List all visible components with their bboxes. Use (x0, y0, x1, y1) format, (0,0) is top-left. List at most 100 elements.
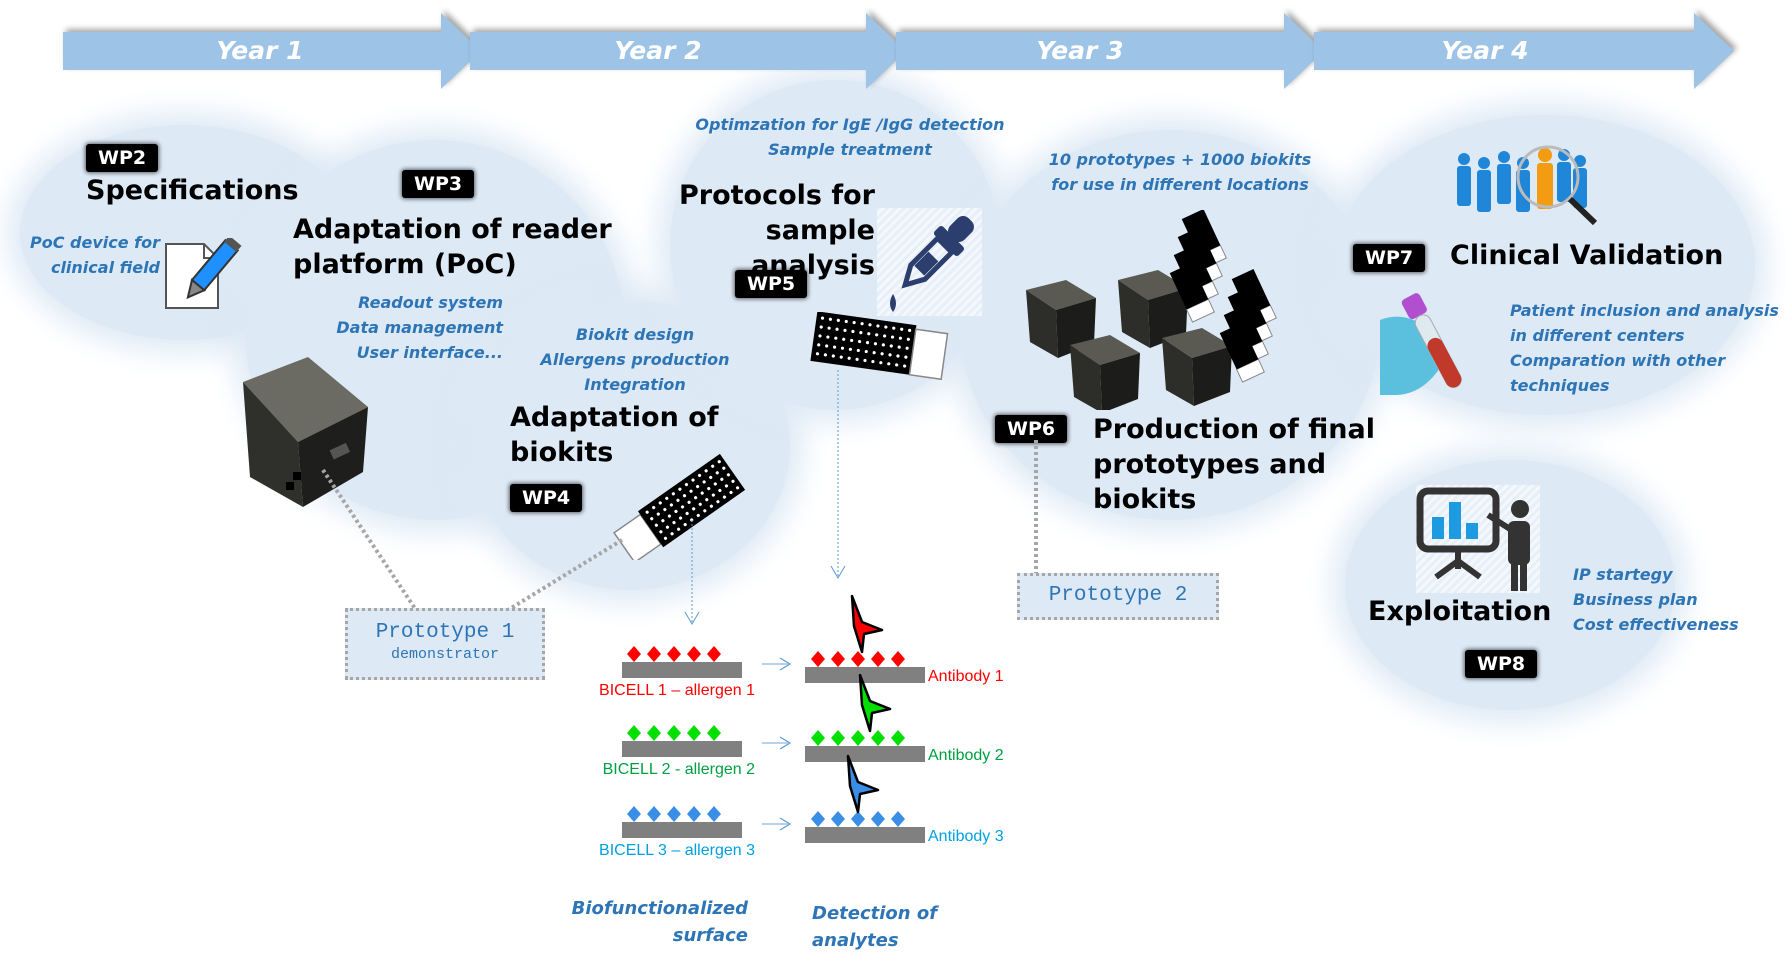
allergen-marker (707, 725, 721, 741)
wp6-badge: WP6 (995, 415, 1068, 443)
wp4-badge: WP4 (510, 484, 583, 512)
blood-sample-image (1375, 290, 1485, 400)
bicell-surface (622, 741, 742, 757)
year-arrow-3 (896, 13, 1324, 89)
bound-allergen-marker (891, 651, 905, 667)
prototype-1-box: Prototype 1 demonstrator (345, 608, 545, 680)
flow-arrow-wp4-head (684, 611, 700, 625)
detection-surface (805, 746, 925, 762)
wp6-title: Production of final prototypes and bioki… (1093, 414, 1375, 515)
caption-detection-of-analytes: Detection of analytes (812, 903, 938, 951)
bicell-surface (622, 822, 742, 838)
antibody-label: Antibody 1 (928, 668, 1004, 685)
wp2-badge: WP2 (86, 144, 159, 172)
prototype-1-subtitle: demonstrator (390, 646, 500, 663)
wp3-notes: Readout system Data management User inte… (336, 293, 503, 362)
wp8-badge: WP8 (1465, 650, 1538, 678)
document-pencil-icon (162, 235, 242, 310)
biokit-chip-wp5-image (805, 311, 950, 382)
wp3-title: Adaptation of reader platform (PoC) (293, 214, 612, 280)
biokit-stack-1 (1169, 209, 1227, 323)
allergen-marker (627, 806, 641, 822)
allergen-marker (647, 725, 661, 741)
bound-allergen-marker (811, 730, 825, 746)
wp2-title: Specifications (86, 175, 299, 206)
wp5-title: Protocols for sample analysis (678, 180, 875, 281)
detection-surface (805, 827, 925, 843)
wp2-notes: PoC device for clinical field (30, 233, 160, 277)
prototype-2-title: Prototype 2 (1048, 584, 1188, 607)
reader-device-image (238, 352, 398, 512)
bound-allergen-marker (811, 811, 825, 827)
allergen-marker (647, 806, 661, 822)
prototype-1-title: Prototype 1 (375, 621, 515, 644)
assay-row-graphics (627, 754, 905, 831)
biokit-stack-2 (1219, 269, 1277, 383)
bound-allergen-marker (891, 811, 905, 827)
antibody-icon (858, 673, 892, 733)
people-search-icon (1450, 135, 1630, 230)
allergen-marker (667, 646, 681, 662)
caption-biofunctionalized-surface: Biofunctionalized surface (571, 898, 748, 946)
allergen-marker (687, 725, 701, 741)
year-1-label: Year 1 (216, 36, 304, 65)
assay-row-graphics (627, 594, 905, 671)
bound-allergen-marker (851, 651, 865, 667)
device-3 (1070, 335, 1140, 413)
connector-reader-to-prototype1 (321, 468, 418, 612)
bound-allergen-marker (871, 651, 885, 667)
year-2-label: Year 2 (614, 36, 702, 65)
wp8-title: Exploitation (1368, 596, 1552, 627)
transition-arrow (762, 817, 792, 831)
biokit-chip-image (605, 450, 755, 564)
wp4-title: Adaptation of biokits (510, 402, 719, 468)
year-4-label: Year 4 (1441, 36, 1529, 65)
antibody-icon (846, 754, 880, 814)
allergen-marker (667, 725, 681, 741)
year-arrow-2 (470, 13, 906, 89)
pipette-icon (877, 208, 982, 316)
bound-allergen-marker (831, 811, 845, 827)
allergen-marker (687, 646, 701, 662)
allergen-marker (627, 725, 641, 741)
bicell-label: BICELL 1 – allergen 1 (599, 682, 755, 699)
presentation-icon (1416, 485, 1540, 593)
assay-row-graphics (627, 673, 905, 750)
detection-surface (805, 667, 925, 683)
bicell-label: BICELL 3 – allergen 3 (599, 842, 755, 859)
wp4-notes: Biokit design Allergens production Integ… (540, 325, 730, 394)
bound-allergen-marker (811, 651, 825, 667)
bound-allergen-marker (831, 730, 845, 746)
device-2 (1118, 270, 1188, 348)
prototypes-devices-image (1018, 209, 1298, 413)
bound-allergen-marker (831, 651, 845, 667)
antibody-icon (850, 594, 884, 654)
antibody-label: Antibody 3 (928, 828, 1004, 845)
bound-allergen-marker (851, 811, 865, 827)
device-4 (1162, 328, 1232, 406)
bound-allergen-marker (891, 730, 905, 746)
transition-arrow (762, 736, 792, 750)
prototype-2-box: Prototype 2 (1017, 573, 1219, 620)
allergen-marker (707, 806, 721, 822)
wp7-title: Clinical Validation (1450, 240, 1724, 271)
wp5-notes: Optimzation for IgE /IgG detection Sampl… (695, 115, 1005, 159)
year-3-label: Year 3 (1036, 36, 1124, 65)
wp3-badge: WP3 (402, 170, 475, 198)
bicell-label: BICELL 2 - allergen 2 (602, 761, 755, 778)
bound-allergen-marker (851, 730, 865, 746)
allergen-marker (687, 806, 701, 822)
wp7-badge: WP7 (1353, 244, 1426, 272)
allergen-marker (647, 646, 661, 662)
bicell-surface (622, 662, 742, 678)
wp7-notes: Patient inclusion and analysis in differ… (1510, 301, 1779, 395)
bound-allergen-marker (871, 730, 885, 746)
antibody-label: Antibody 2 (928, 747, 1004, 764)
wp5-badge: WP5 (735, 270, 808, 298)
transition-arrow (762, 657, 792, 671)
wp6-notes: 10 prototypes + 1000 biokits for use in … (1048, 150, 1312, 194)
bound-allergen-marker (871, 811, 885, 827)
allergen-marker (707, 646, 721, 662)
allergen-marker (627, 646, 641, 662)
